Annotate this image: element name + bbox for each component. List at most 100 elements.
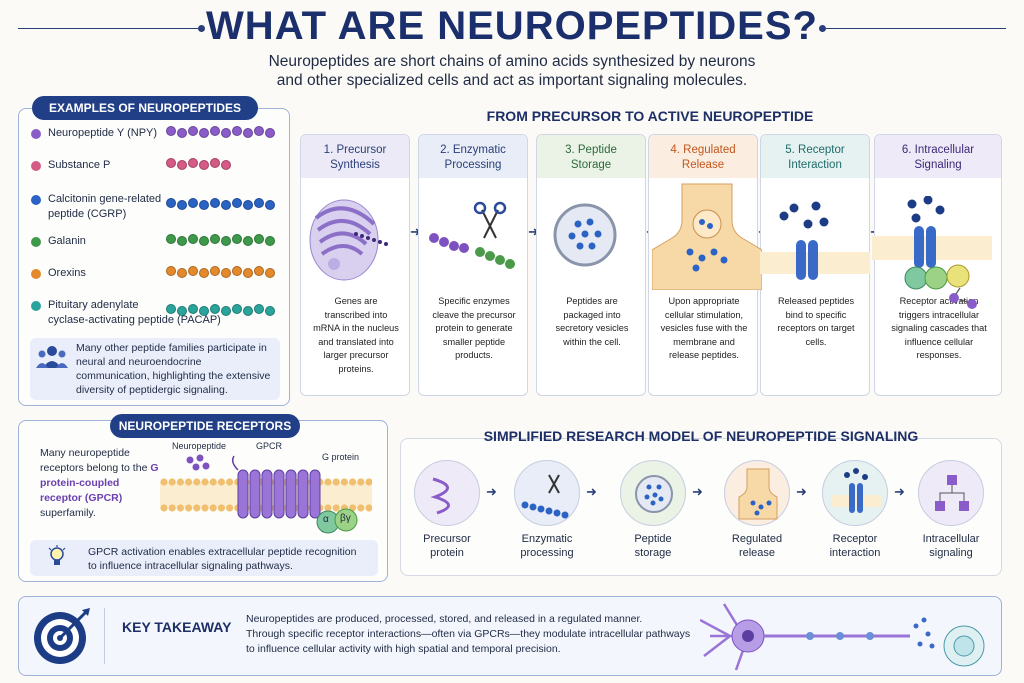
amino-acid-dot [188,234,198,244]
arrow-right-icon: ➜ [410,224,421,239]
amino-acid-dot [166,304,176,314]
step-header [419,135,527,178]
model-panel [400,438,1002,576]
membrane-head [185,504,193,512]
people-group-icon [36,346,68,368]
neuron-illustration [700,603,985,671]
model-step-label-line-2: protein [430,547,464,559]
model-step-circle [822,460,888,526]
model-step-label-line-2: storage [634,547,672,559]
amino-acid-dot [265,268,275,278]
membrane-head [209,478,217,486]
amino-acid-dot [177,128,187,138]
membrane-head [176,478,184,486]
amino-acid-dot [221,200,231,210]
examples-header: EXAMPLES OF NEUROPEPTIDES [32,96,258,120]
amino-acid-dot [243,128,253,138]
membrane-head [226,504,234,512]
arrow-right-icon: ➜ [486,484,497,499]
model-step-label-line-1: Intracellular [922,533,980,545]
amino-acid-dot [166,234,176,244]
amino-acid-dot [210,304,220,314]
membrane-head [365,478,372,486]
neuropeptide-dots [186,454,210,471]
takeaway-line-2: Through specific receptor interactions—o… [246,628,691,640]
arrow-right-icon: ➜ [586,484,597,499]
example-name-line-1: Calcitonin gene-related [48,193,162,205]
amino-acid-dot [221,128,231,138]
membrane-head [209,504,217,512]
amino-acid-dot [254,198,264,208]
amino-acid-dot [265,200,275,210]
amino-acid-dot [265,236,275,246]
amino-acid-dot [232,126,242,136]
step-title-line-1: 4. Regulated [670,144,736,156]
amino-acid-dot [210,126,220,136]
model-step-icon [738,468,778,520]
step-description: Released peptides bind to specific recep… [777,296,855,347]
step-title-line-2: Interaction [788,159,842,171]
amino-acid-dot [199,160,209,170]
step-description: Upon appropriate cellular stimulation, v… [660,296,748,360]
pathway-header: FROM PRECURSOR TO ACTIVE NEUROPEPTIDE [486,108,814,124]
model-step-label-line-2: processing [520,547,574,559]
amino-acid-dot [254,304,264,314]
model-step-label-line-1: Precursor [423,533,471,545]
example-name-line-1: Orexins [48,267,86,279]
model-step-label: Peptide storage [600,532,706,560]
receptor-binding-illustration [760,201,870,280]
step-title-line-2: Release [681,159,725,171]
membrane-head [365,504,372,512]
title-rule-right [824,28,1006,29]
page-subtitle: Neuropeptides are short chains of amino … [150,52,874,90]
amino-acid-dot [188,304,198,314]
model-header: SIMPLIFIED RESEARCH MODEL OF NEUROPEPTID… [483,428,919,444]
gpcr-diagram [160,454,372,534]
step-header [761,135,869,178]
example-name-line-1: Neuropeptide Y (NPY) [48,127,158,139]
step-header [301,135,409,178]
amino-acid-dot [232,198,242,208]
amino-acid-dot [254,126,264,136]
step-header [875,135,1001,178]
amino-acid-dot [199,200,209,210]
model-step-label-line-2: signaling [929,547,973,559]
membrane-head [185,478,193,486]
signaling-illustration [872,196,992,309]
example-bullet [31,301,41,311]
membrane-head [217,478,225,486]
takeaway-divider [104,608,105,664]
membrane-head [349,478,357,486]
amino-acid-dot [221,160,231,170]
takeaway-line-1: Neuropeptides are produced, processed, s… [246,613,643,625]
amino-acid-dot [188,198,198,208]
step-title-line-2: Synthesis [330,159,380,171]
membrane-head [201,478,209,486]
gpcr-helices [237,469,321,519]
example-name-line-2: cyclase-activating peptide (PACAP) [48,314,221,326]
amino-acid-dot [210,234,220,244]
betagamma-label: βγ [340,513,351,524]
model-step-label-line-1: Peptide [634,533,672,545]
title-rule-dot-left [198,25,205,32]
examples-note-box [30,338,280,400]
step-description: Receptor activation triggers intracellul… [891,296,987,360]
model-step-circle [514,460,580,526]
amino-acid-dot [188,266,198,276]
receptors-note-box [30,540,378,576]
membrane-head [168,478,176,486]
receptors-text-a: Many neuropeptide receptors belong to th… [40,447,151,474]
receptors-text-c: superfamily. [40,507,96,519]
title-rule-left [18,28,200,29]
step-description: Specific enzymes cleave the precursor pr… [432,296,516,360]
g-protein-betagamma [334,508,358,532]
subtitle-line-2: and other specialized cells and act as i… [276,72,748,89]
